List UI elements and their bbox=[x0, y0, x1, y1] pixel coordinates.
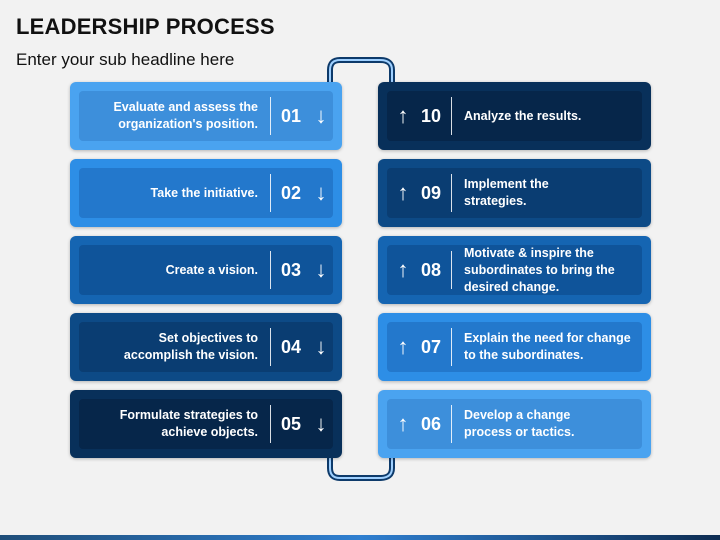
arrow-down-icon: ↓ bbox=[315, 103, 327, 128]
divider bbox=[270, 251, 271, 289]
arrow-down-icon: ↓ bbox=[315, 257, 327, 282]
step-06-text: Develop a change process or tactics. bbox=[464, 408, 575, 439]
divider bbox=[451, 174, 452, 212]
step-06-panel: ↑ 06 Develop a change process or tactics… bbox=[387, 399, 642, 449]
step-07-number: 07 bbox=[420, 336, 442, 357]
step-07-text: Explain the need for change to the subor… bbox=[464, 331, 631, 362]
step-02-text: Take the initiative. bbox=[150, 185, 258, 200]
step-10-number: 10 bbox=[420, 105, 442, 126]
arrow-down-icon: ↓ bbox=[315, 411, 327, 436]
arrow-up-icon: ↑ bbox=[397, 411, 409, 436]
arrow-down-icon: ↓ bbox=[315, 180, 327, 205]
step-10: ↑ 10 Analyze the results. bbox=[378, 82, 651, 150]
step-03-panel: Create a vision. 03 ↓ bbox=[79, 245, 333, 295]
step-06: ↑ 06 Develop a change process or tactics… bbox=[378, 390, 651, 458]
step-06-number: 06 bbox=[420, 413, 442, 434]
divider bbox=[270, 174, 271, 212]
top-connector bbox=[327, 57, 395, 82]
step-09-panel: ↑ 09 Implement the strategies. bbox=[387, 168, 642, 218]
divider bbox=[270, 405, 271, 443]
step-05-text: Formulate strategies to achieve objects. bbox=[119, 408, 258, 439]
arrow-up-icon: ↑ bbox=[397, 334, 409, 359]
step-04: Set objectives to accomplish the vision.… bbox=[70, 313, 342, 381]
page-title: LEADERSHIP PROCESS bbox=[16, 14, 275, 39]
bottom-connector-highlight bbox=[329, 455, 393, 479]
step-04-number: 04 bbox=[280, 336, 302, 357]
step-10-text: Analyze the results. bbox=[464, 108, 582, 123]
step-03: Create a vision. 03 ↓ bbox=[70, 236, 342, 304]
divider bbox=[270, 97, 271, 135]
top-connector-highlight bbox=[329, 59, 393, 82]
step-08-text: Motivate & inspire the subordinates to b… bbox=[464, 245, 615, 294]
step-07: ↑ 07 Explain the need for change to the … bbox=[378, 313, 651, 381]
step-08: ↑ 08 Motivate & inspire the subordinates… bbox=[378, 236, 651, 304]
page-subtitle: Enter your sub headline here bbox=[16, 50, 235, 69]
divider bbox=[451, 251, 452, 289]
step-04-panel: Set objectives to accomplish the vision.… bbox=[79, 322, 333, 372]
divider bbox=[451, 405, 452, 443]
step-03-number: 03 bbox=[280, 259, 302, 280]
divider bbox=[451, 328, 452, 366]
step-04-text: Set objectives to accomplish the vision. bbox=[123, 331, 258, 362]
divider bbox=[451, 97, 452, 135]
step-02: Take the initiative. 02 ↓ bbox=[70, 159, 342, 227]
step-09-number: 09 bbox=[420, 182, 442, 203]
step-05-number: 05 bbox=[280, 413, 302, 434]
step-08-panel: ↑ 08 Motivate & inspire the subordinates… bbox=[387, 245, 642, 295]
step-05-panel: Formulate strategies to achieve objects.… bbox=[79, 399, 333, 449]
step-09-text: Implement the strategies. bbox=[464, 177, 549, 208]
step-07-panel: ↑ 07 Explain the need for change to the … bbox=[387, 322, 642, 372]
footer-bar bbox=[0, 535, 720, 540]
step-05: Formulate strategies to achieve objects.… bbox=[70, 390, 342, 458]
step-02-panel: Take the initiative. 02 ↓ bbox=[79, 168, 333, 218]
step-01: Evaluate and assess the organization's p… bbox=[70, 82, 342, 150]
step-01-text: Evaluate and assess the organization's p… bbox=[113, 100, 258, 131]
arrow-down-icon: ↓ bbox=[315, 334, 327, 359]
step-09: ↑ 09 Implement the strategies. bbox=[378, 159, 651, 227]
divider bbox=[270, 328, 271, 366]
step-08-number: 08 bbox=[420, 259, 442, 280]
step-10-panel: ↑ 10 Analyze the results. bbox=[387, 91, 642, 141]
step-01-panel: Evaluate and assess the organization's p… bbox=[79, 91, 333, 141]
arrow-up-icon: ↑ bbox=[397, 180, 409, 205]
arrow-up-icon: ↑ bbox=[397, 103, 409, 128]
step-02-number: 02 bbox=[280, 182, 302, 203]
bottom-connector bbox=[327, 455, 395, 481]
arrow-up-icon: ↑ bbox=[397, 257, 409, 282]
step-03-text: Create a vision. bbox=[165, 262, 258, 277]
step-01-number: 01 bbox=[280, 105, 302, 126]
